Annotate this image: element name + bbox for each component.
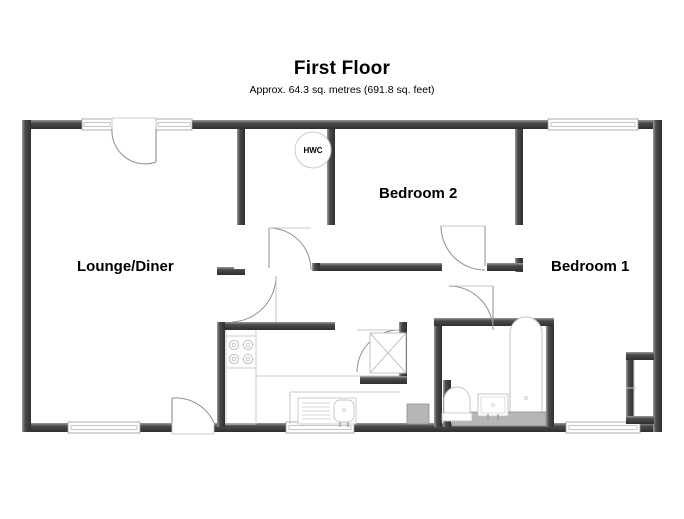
kitchen-fixtures (225, 330, 430, 427)
bathtub-icon (451, 316, 547, 427)
door-hall-kitchen (231, 275, 277, 323)
window-top-left-2 (155, 118, 193, 131)
window-bottom-right (565, 421, 641, 434)
storage-cupboard-icon (369, 332, 407, 374)
washbasin-icon (477, 393, 509, 420)
room-label-bedroom-2: Bedroom 2 (379, 185, 458, 202)
door-rear-lounge (171, 397, 215, 435)
hwc-marker (294, 131, 332, 169)
room-label-bedroom-1: Bedroom 1 (551, 258, 630, 275)
bathroom-fixtures (441, 316, 547, 427)
wall-shadow-group (22, 120, 662, 432)
door-bedroom-1 (448, 285, 494, 331)
window-bottom-left (67, 421, 141, 434)
window-top-right (547, 118, 639, 131)
door-storage-cupboard (356, 329, 400, 373)
toilet-icon (441, 386, 473, 422)
hob-icon (225, 335, 257, 369)
page-title: First Floor (293, 58, 391, 79)
sink-icon (297, 397, 357, 427)
internal-walls (217, 129, 654, 427)
exterior-walls (22, 120, 662, 432)
door-front-entry (111, 117, 157, 165)
room-label-lounge-diner: Lounge/Diner (77, 258, 174, 275)
door-lounge-hall-upper (234, 225, 312, 271)
windows-group (67, 118, 641, 434)
door-bedroom-2 (440, 225, 486, 271)
window-top-left (81, 118, 113, 131)
title-block: First Floor Approx. 64.3 sq. metres (691… (0, 58, 684, 97)
appliance-block (406, 403, 430, 425)
area-subtitle: Approx. 64.3 sq. metres (691.8 sq. feet) (249, 84, 435, 96)
internal-doors-group (231, 225, 494, 373)
bedroom1-alcove (626, 360, 636, 416)
